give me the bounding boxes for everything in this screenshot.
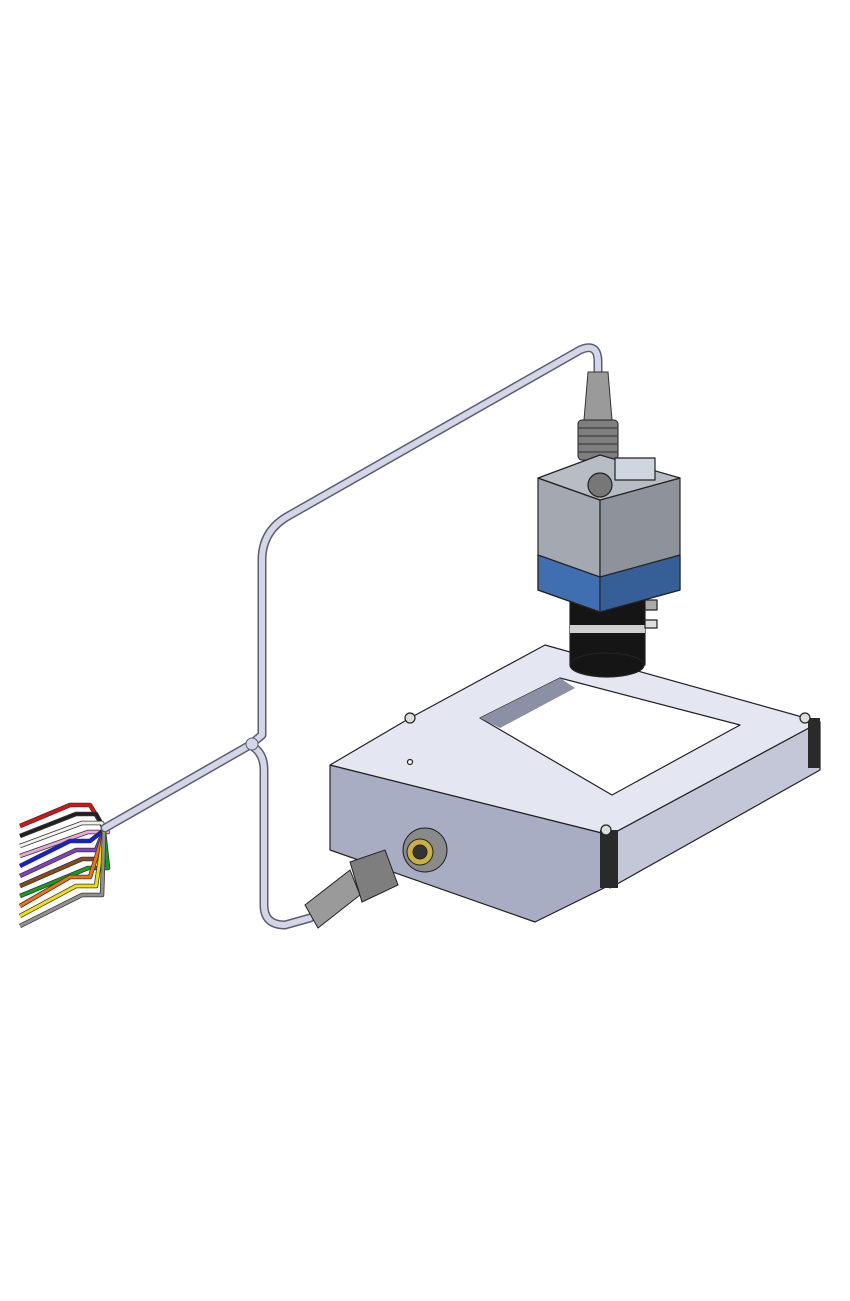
wire — [19, 832, 106, 928]
cable-splitter — [245, 737, 259, 751]
corner-bracket — [808, 718, 820, 768]
camera — [537, 454, 681, 678]
power-port-icon — [587, 472, 613, 498]
ring-light-aperture — [479, 677, 741, 796]
screw-icon — [600, 824, 612, 836]
light-cable-connector — [304, 827, 448, 929]
screw-icon — [799, 712, 811, 724]
cable — [100, 343, 603, 930]
screw-icon — [404, 712, 416, 724]
wire — [19, 832, 106, 918]
camera-cable-connector — [577, 371, 619, 461]
ring-light — [329, 644, 821, 923]
wire — [19, 828, 105, 868]
ethernet-port-icon — [614, 457, 656, 481]
corner-bracket — [600, 830, 618, 888]
wire — [19, 831, 106, 908]
